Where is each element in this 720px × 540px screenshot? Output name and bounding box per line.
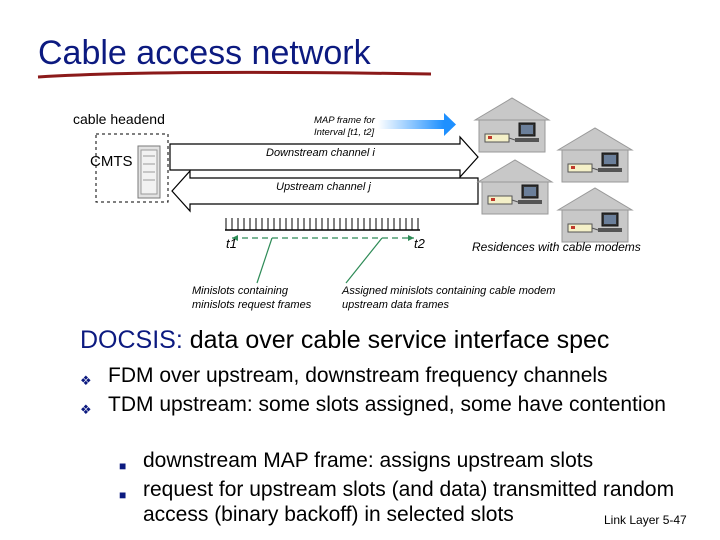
- downstream-label: Downstream channel i: [266, 147, 375, 159]
- bullet-text: TDM upstream: some slots assigned, some …: [108, 393, 666, 416]
- minislot-pointer: [256, 237, 273, 284]
- map-frame-label: MAP frame for Interval [t1, t2]: [314, 115, 375, 138]
- square-bullet-icon: ■: [119, 459, 127, 473]
- minislots-note: Minislots containing minislots request f…: [192, 284, 311, 312]
- cmts-label: CMTS: [90, 153, 133, 170]
- cable-headend-label: cable headend: [73, 111, 165, 127]
- assigned-note-line2: upstream data frames: [342, 299, 449, 311]
- t1-label: t1: [226, 236, 237, 251]
- downstream-arrow: [169, 135, 479, 179]
- t1-t2-range: [232, 235, 414, 241]
- assigned-pointer: [345, 237, 383, 284]
- assigned-note-line1: Assigned minislots containing cable mode…: [342, 285, 556, 297]
- docsis-heading: DOCSIS: data over cable service interfac…: [80, 326, 609, 355]
- docsis-keyword: DOCSIS:: [80, 326, 183, 354]
- bullet-text: FDM over upstream, downstream frequency …: [108, 364, 608, 387]
- subbullet-item: ■ downstream MAP frame: assigns upstream…: [119, 448, 594, 473]
- map-frame-arrow: [378, 113, 456, 136]
- slide-title: Cable access network: [38, 34, 371, 72]
- bullet-arrow-icon: ❖: [80, 373, 92, 388]
- house-with-cable-modem-icon: [556, 127, 634, 183]
- docsis-description: data over cable service interface spec: [182, 326, 610, 354]
- house-with-cable-modem-icon: [476, 159, 554, 215]
- minislot-timeline: [225, 218, 419, 230]
- minislots-note-line1: Minislots containing: [192, 285, 288, 297]
- t2-label: t2: [414, 236, 425, 251]
- house-with-cable-modem-icon: [473, 97, 551, 153]
- title-underline: [37, 70, 432, 79]
- bullet-item: ❖ FDM over upstream, downstream frequenc…: [80, 363, 608, 388]
- cmts-rack-icon: [137, 145, 161, 199]
- upstream-label: Upstream channel j: [276, 181, 371, 193]
- bullet-arrow-icon: ❖: [80, 402, 92, 417]
- bullet-item: ❖ TDM upstream: some slots assigned, som…: [80, 392, 668, 417]
- subbullet-item: ■ request for upstream slots (and data) …: [119, 477, 703, 527]
- subbullet-text: downstream MAP frame: assigns upstream s…: [143, 449, 594, 472]
- assigned-note: Assigned minislots containing cable mode…: [342, 284, 555, 312]
- headend-box: [95, 133, 169, 203]
- residences-label: Residences with cable modems: [472, 240, 641, 254]
- cable-network-diagram: [95, 97, 634, 284]
- subbullet-text: request for upstream slots (and data) tr…: [143, 478, 675, 526]
- square-bullet-icon: ■: [119, 488, 127, 502]
- minislots-note-line2: minislots request frames: [192, 299, 312, 311]
- slide-footer: Link Layer 5-47: [604, 513, 687, 527]
- house-with-cable-modem-icon: [556, 187, 634, 243]
- upstream-arrow: [171, 169, 479, 213]
